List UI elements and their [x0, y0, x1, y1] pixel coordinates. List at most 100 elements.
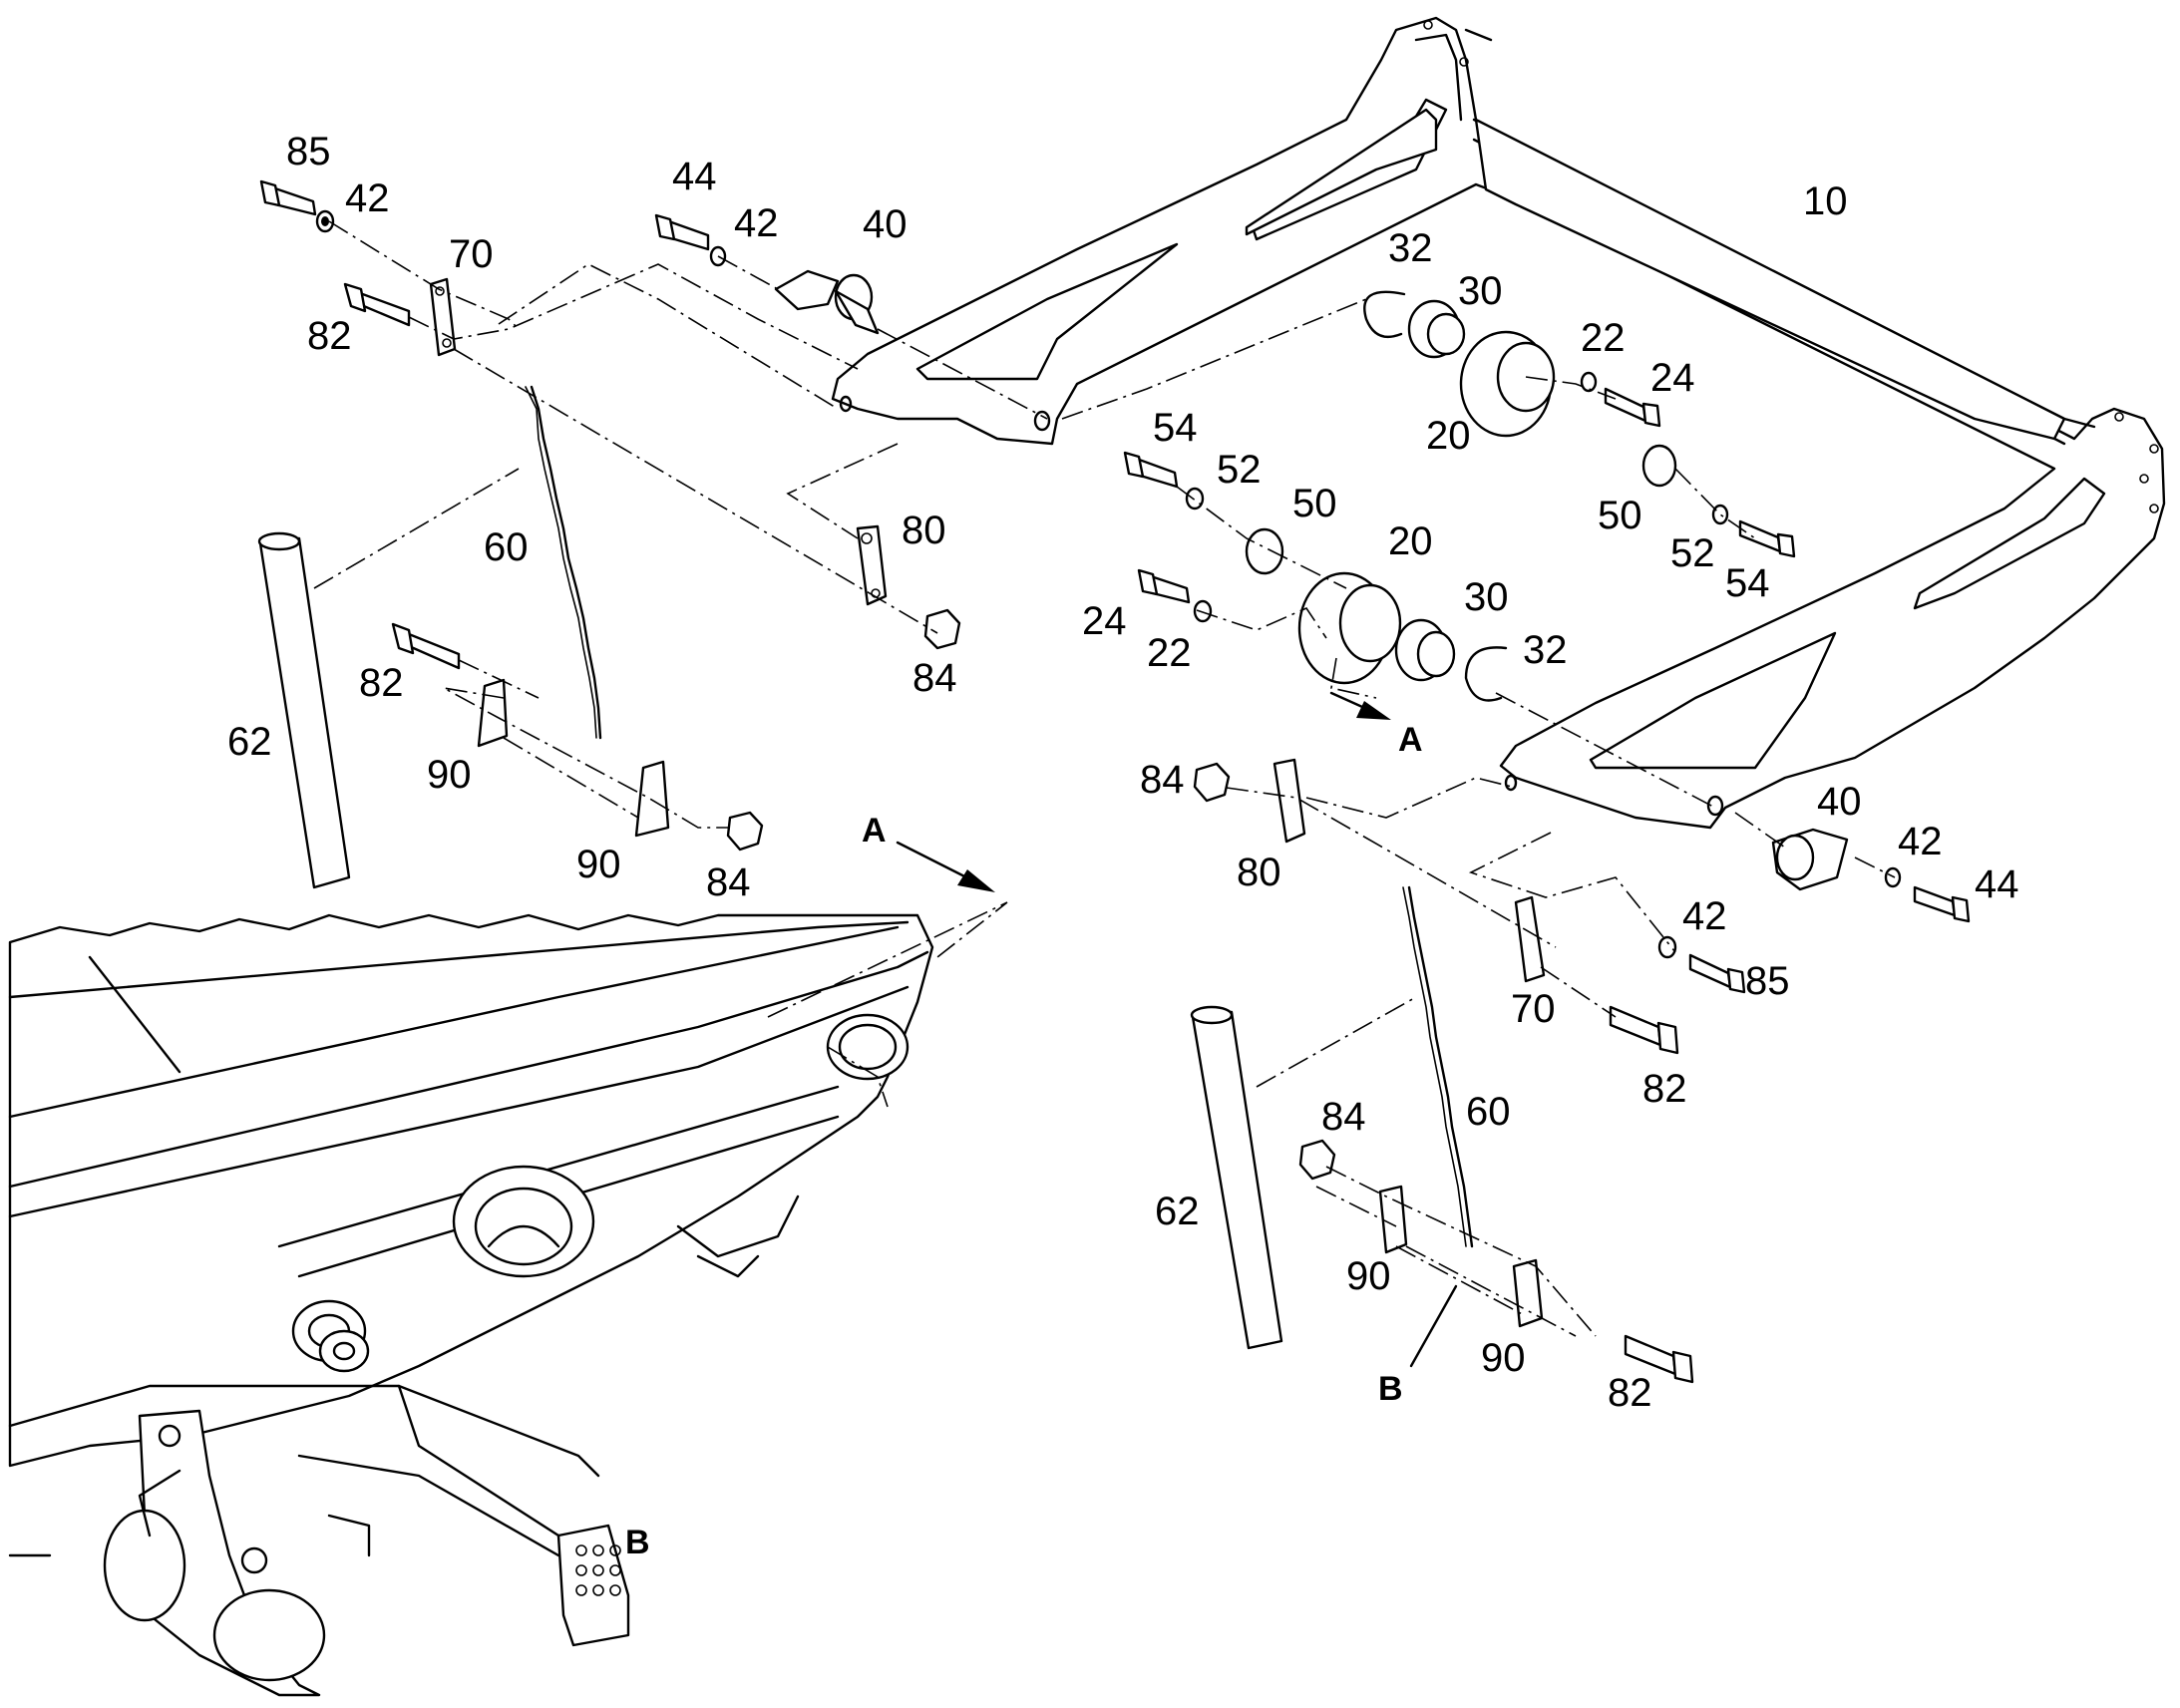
plate-90-left-a [477, 678, 509, 748]
callout-60: 60 [1466, 1090, 1511, 1134]
leader-b-right [1409, 1284, 1458, 1368]
washer-52-right [1711, 504, 1729, 525]
callout-60: 60 [484, 525, 529, 569]
bolt-44-left [654, 213, 710, 251]
callout-32: 32 [1523, 628, 1568, 672]
bolt-24-top [1604, 387, 1661, 428]
bolt-82-left-mid [391, 622, 461, 670]
callout-52: 52 [1670, 531, 1715, 575]
chain-60-left [525, 385, 602, 740]
bolt-54-left [1123, 451, 1179, 489]
pin-62-right [1190, 1005, 1283, 1350]
callout-20: 20 [1426, 414, 1471, 458]
callout-84: 84 [706, 860, 751, 904]
callout-80: 80 [902, 509, 946, 552]
nut-84-right-top [1193, 762, 1231, 803]
callout-30: 30 [1464, 575, 1509, 619]
bolt-82-left-top [343, 282, 411, 327]
chassis-frame [8, 913, 934, 1697]
bolt-82-right-mid [1609, 1005, 1679, 1055]
callout-70: 70 [449, 232, 494, 276]
nut-84-left-top [923, 608, 961, 650]
bracket-80-right [1272, 758, 1306, 844]
callout-85: 85 [286, 130, 331, 173]
plate-90-left-b [634, 760, 670, 838]
washer-22-mid [1193, 599, 1213, 623]
callout-40: 40 [1817, 780, 1862, 824]
callout-90: 90 [576, 843, 621, 886]
view-marker-a: A [862, 812, 887, 850]
view-marker-a: A [1398, 721, 1423, 759]
callout-52: 52 [1217, 448, 1262, 492]
bolt-44-right [1913, 885, 1971, 923]
callout-44: 44 [1975, 862, 2019, 906]
callout-22: 22 [1581, 316, 1626, 360]
flange-20-mid [1297, 571, 1402, 685]
washer-22-top [1580, 371, 1598, 393]
strap-70-right [1514, 895, 1546, 983]
pin-62-left [257, 531, 351, 889]
callout-82: 82 [359, 661, 404, 705]
view-marker-b: B [1378, 1370, 1403, 1408]
callout-62: 62 [1155, 1190, 1200, 1233]
callout-labels: 85 42 70 82 44 42 40 10 32 30 22 24 20 5… [227, 130, 2019, 1561]
callout-80: 80 [1237, 851, 1281, 894]
callout-50: 50 [1292, 482, 1337, 525]
callout-24: 24 [1650, 356, 1695, 400]
spacer-50-right [1641, 444, 1677, 488]
nut-84-left-bottom [726, 811, 764, 852]
callout-10: 10 [1803, 179, 1848, 223]
bolt-24-mid [1137, 568, 1191, 604]
washer-52-left [1185, 487, 1205, 511]
bolt-82-right-bottom [1624, 1334, 1694, 1384]
callout-42: 42 [345, 176, 390, 220]
chain-60-right [1402, 885, 1474, 1248]
callout-54: 54 [1153, 406, 1198, 450]
spacer-50-left [1245, 527, 1284, 575]
callout-20: 20 [1388, 519, 1433, 563]
callout-44: 44 [672, 155, 717, 198]
callout-54: 54 [1725, 561, 1770, 605]
pin-40-right [1771, 828, 1849, 891]
callout-85: 85 [1745, 959, 1790, 1003]
bracket-80-left [856, 524, 888, 606]
callout-30: 30 [1458, 269, 1503, 313]
assembly-centerlines [313, 220, 1896, 1337]
callout-24: 24 [1082, 599, 1127, 643]
callout-42: 42 [734, 201, 779, 245]
washer-42-right-bottom [1657, 935, 1677, 959]
callout-82: 82 [307, 314, 352, 358]
callout-50: 50 [1598, 494, 1642, 537]
callout-32: 32 [1388, 226, 1433, 270]
callout-84: 84 [912, 656, 957, 700]
callout-84: 84 [1140, 758, 1185, 802]
callout-82: 82 [1642, 1067, 1687, 1111]
bolt-54-right [1738, 519, 1796, 558]
flange-20-top [1459, 330, 1556, 438]
callout-84: 84 [1321, 1095, 1366, 1139]
plate-90-right-a [1378, 1185, 1408, 1254]
ring-32-top [1363, 290, 1406, 339]
callout-42: 42 [1682, 894, 1727, 938]
view-arrow-a-left [896, 841, 995, 892]
callout-90: 90 [1346, 1254, 1391, 1298]
bolt-85-left [259, 179, 317, 216]
bolt-85-right [1688, 953, 1746, 994]
callout-90: 90 [1481, 1336, 1526, 1380]
callout-90: 90 [427, 753, 472, 797]
strap-70-left [429, 277, 457, 357]
washer-42-left-top [315, 209, 335, 233]
callout-82: 82 [1608, 1371, 1652, 1415]
view-arrow-a-right [1329, 691, 1391, 720]
callout-40: 40 [863, 202, 908, 246]
nut-84-right-bottom [1298, 1139, 1336, 1181]
ring-32-mid [1464, 646, 1508, 702]
callout-42: 42 [1898, 820, 1943, 863]
bearing-30-top [1407, 299, 1466, 359]
view-marker-b: B [625, 1524, 650, 1561]
pin-40-left [774, 269, 880, 335]
bearing-30-mid [1394, 618, 1456, 682]
frame-part-10 [831, 16, 2166, 830]
